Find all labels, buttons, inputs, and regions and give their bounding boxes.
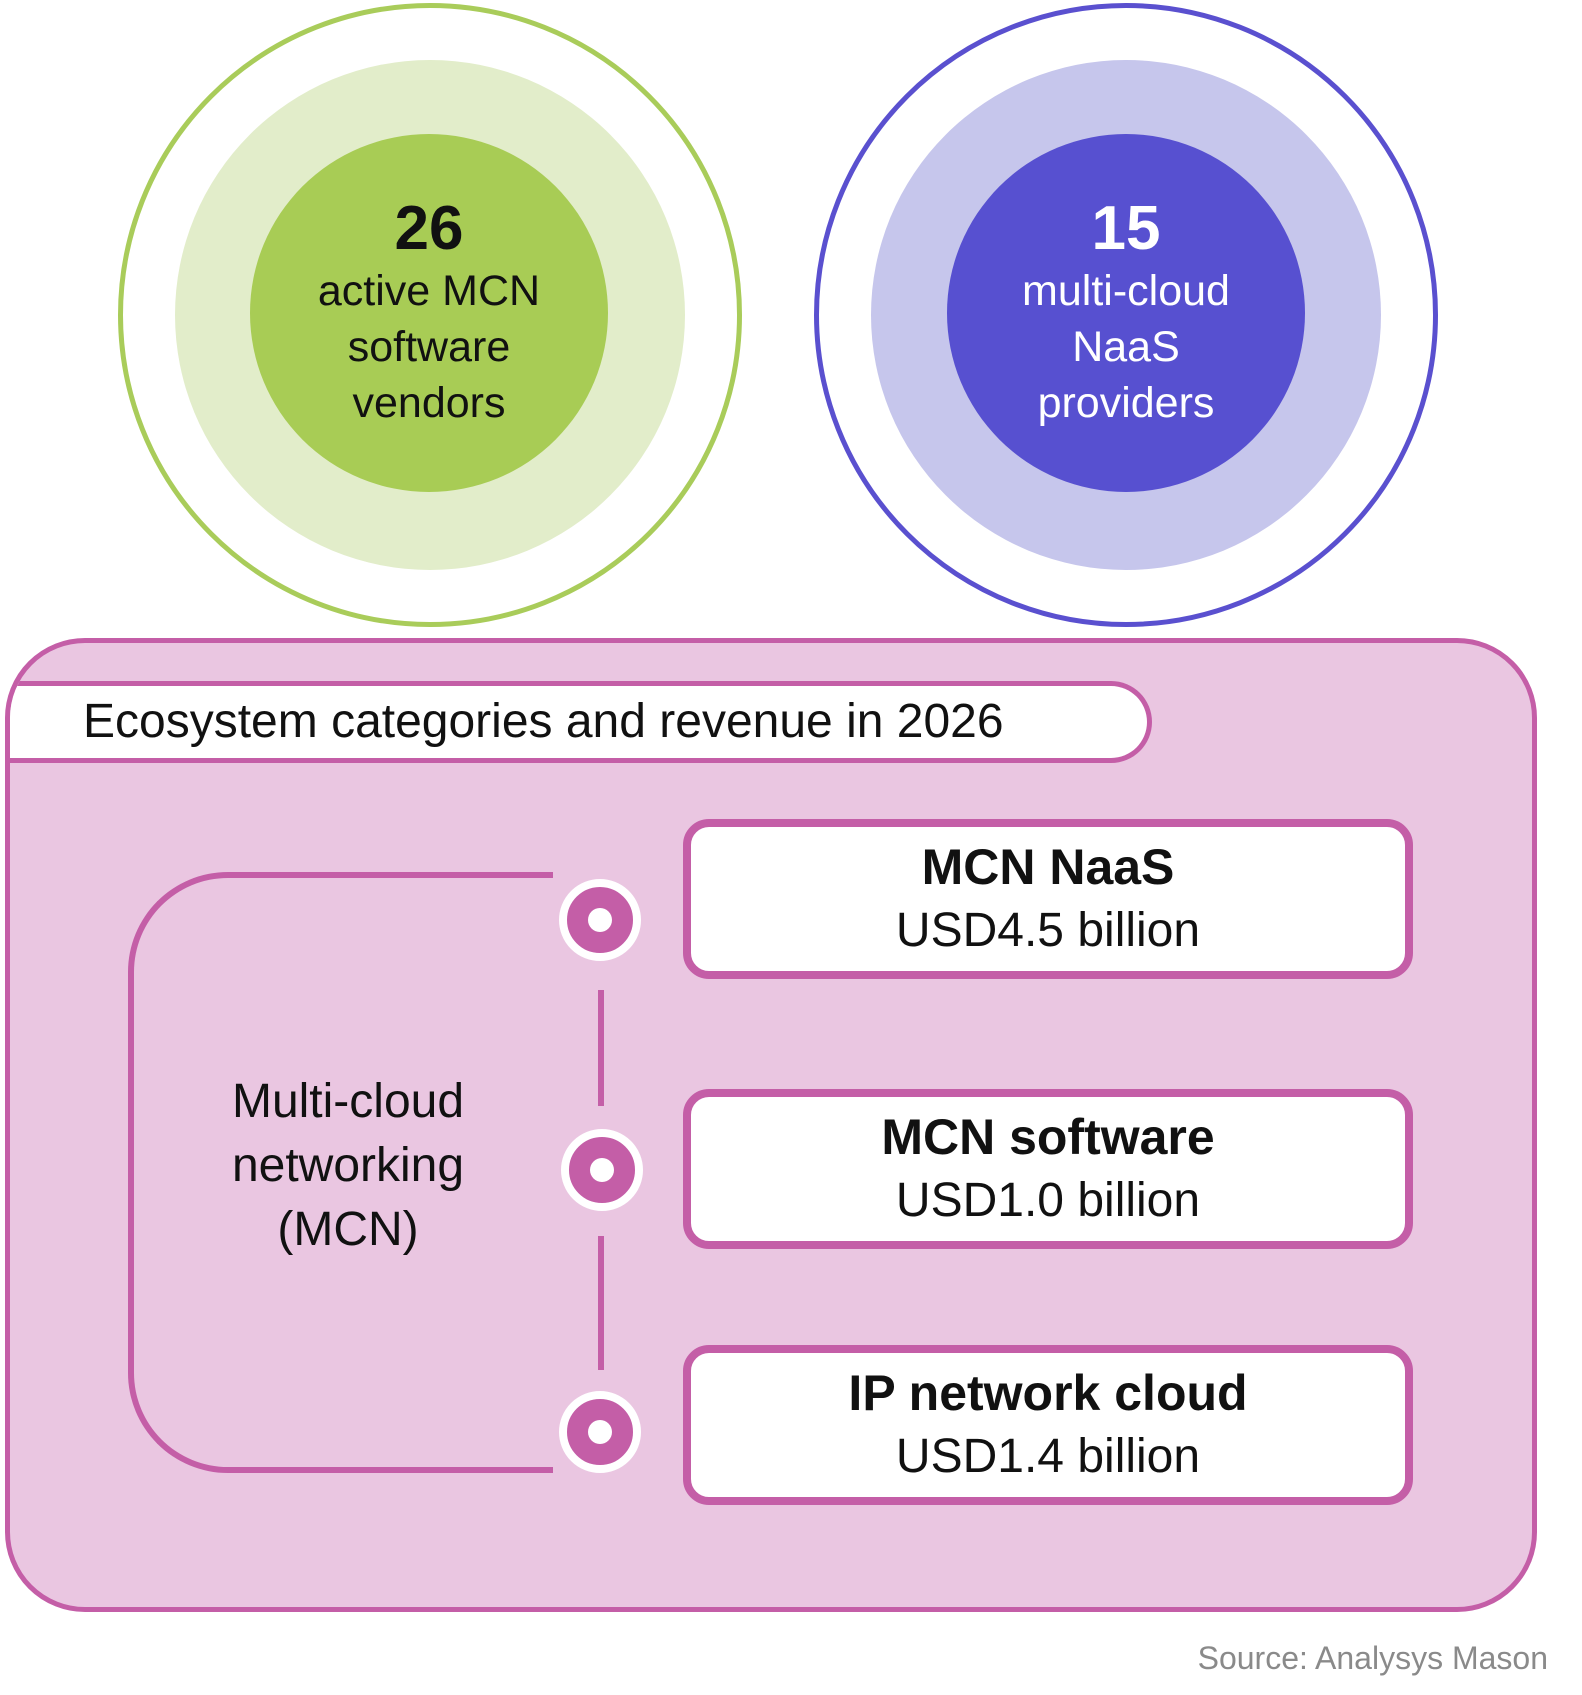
- node-marker-software: [561, 1129, 643, 1211]
- group-label-line: Multi-cloud: [231, 1075, 465, 1128]
- stat-number-providers: 15: [1091, 193, 1161, 263]
- node-dot: [590, 1158, 614, 1182]
- mcn-group-label: Multi-cloud networking (MCN): [178, 1070, 518, 1262]
- group-label-line: networking: [231, 1139, 465, 1192]
- source-note: Source: Analysys Mason: [1197, 1640, 1548, 1676]
- node-marker-ip-cloud: [559, 1391, 641, 1473]
- group-label-line: (MCN): [277, 1203, 419, 1256]
- stat-text-line: multi-cloud: [1022, 267, 1230, 316]
- panel-title-tab: Ecosystem categories and revenue in 2026: [10, 681, 1152, 763]
- stat-core-providers: 15 multi-cloud NaaS providers: [947, 134, 1305, 492]
- category-box-ip-network-cloud: IP network cloud USD1.4 billion: [683, 1345, 1413, 1505]
- category-revenue: USD4.5 billion: [895, 904, 1201, 957]
- mcn-bracket: [128, 872, 553, 1473]
- category-revenue: USD1.4 billion: [895, 1430, 1201, 1483]
- node-dot: [588, 908, 612, 932]
- category-box-mcn-naas: MCN NaaS USD4.5 billion: [683, 819, 1413, 979]
- category-box-mcn-software: MCN software USD1.0 billion: [683, 1089, 1413, 1249]
- panel-title: Ecosystem categories and revenue in 2026: [83, 695, 1004, 748]
- category-name: MCN software: [881, 1109, 1215, 1165]
- category-name: MCN NaaS: [921, 839, 1175, 895]
- stat-core-vendors: 26 active MCN software vendors: [250, 134, 608, 492]
- category-name: IP network cloud: [848, 1365, 1248, 1421]
- connector-line: [598, 990, 604, 1106]
- stat-text-line: active MCN: [317, 267, 541, 316]
- node-marker-naas: [559, 879, 641, 961]
- stat-text-line: providers: [1037, 379, 1215, 428]
- category-revenue: USD1.0 billion: [895, 1174, 1201, 1227]
- stat-text-line: software: [347, 323, 511, 372]
- stat-text-line: vendors: [352, 379, 506, 428]
- connector-line: [598, 1236, 604, 1370]
- stat-text-line: NaaS: [1072, 323, 1180, 372]
- stat-number-vendors: 26: [394, 193, 464, 263]
- node-dot: [588, 1420, 612, 1444]
